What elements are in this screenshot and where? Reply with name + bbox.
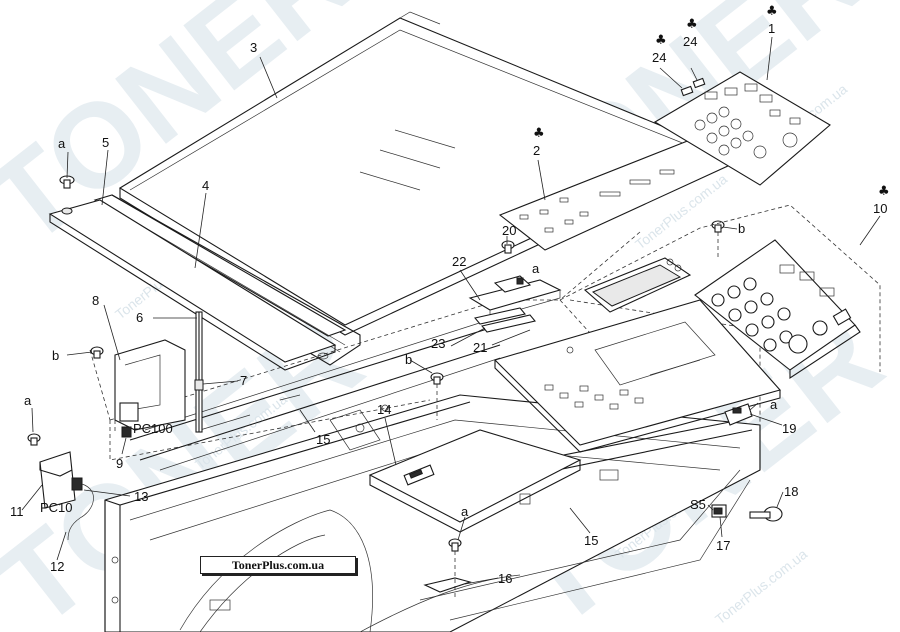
- callout-19: 19: [782, 421, 796, 436]
- watermark-site-5: TonerPlus.com.ua: [712, 546, 810, 628]
- callout-4: 4: [202, 178, 209, 193]
- part-14-cover-tray: [368, 429, 582, 533]
- part-16-spring: [423, 577, 472, 593]
- part-19-bracket: [724, 403, 753, 426]
- screw-a-bottom: [448, 538, 462, 600]
- callout-18: 18: [784, 484, 798, 499]
- part-10-lcd-display: [583, 257, 692, 313]
- part-10-control-panel-outline: [559, 204, 881, 372]
- callout-b-mid: b: [405, 352, 412, 367]
- callout-13: 13: [134, 489, 148, 504]
- callout-a-2: a: [24, 393, 32, 408]
- screw-b-mid: [430, 372, 444, 420]
- callout-17: 17: [716, 538, 730, 553]
- callout-24-left: 24: [652, 50, 666, 65]
- callout-3: 3: [250, 40, 257, 55]
- callout-9: 9: [116, 456, 123, 471]
- part-18-knob: [749, 506, 783, 522]
- screw-a-top: [501, 240, 515, 254]
- club-symbol-10: ♣: [878, 184, 890, 199]
- callout-2: 2: [533, 143, 540, 158]
- callout-15-right: 15: [584, 533, 598, 548]
- callout-b-right: b: [738, 221, 745, 236]
- club-symbol-1: ♣: [766, 4, 778, 19]
- callout-12: 12: [50, 559, 64, 574]
- part-21-23-strips: [473, 307, 536, 333]
- callout-20: 20: [502, 223, 516, 238]
- club-symbol-24b: ♣: [686, 17, 698, 32]
- screw-a-left: [59, 175, 75, 189]
- label-pc10: PC10: [40, 500, 73, 515]
- part-1-overlay-sheet: [653, 71, 831, 186]
- label-s5: S5: [690, 497, 706, 512]
- club-symbol-2: ♣: [533, 126, 545, 141]
- club-symbol-24a: ♣: [655, 33, 667, 48]
- callout-10: 10: [873, 201, 887, 216]
- part-10-control-panel: [694, 239, 861, 380]
- part-10-panel-base: [493, 299, 781, 453]
- callout-5: 5: [102, 135, 109, 150]
- part-5-front-cover-strip: [48, 199, 337, 371]
- callout-1: 1: [768, 21, 775, 36]
- screw-b-left: [90, 346, 104, 359]
- callout-15-left: 15: [316, 432, 330, 447]
- callout-labels: 3 4 5 a 6 7 8 b PC100 9 a 11 PC10 13 12 …: [10, 4, 890, 586]
- callout-a-1: a: [58, 136, 66, 151]
- callout-14: 14: [377, 402, 391, 417]
- screw-a-lower-left: [27, 433, 41, 446]
- callout-23: 23: [431, 336, 445, 351]
- part-11-sensor-bracket: [39, 451, 94, 541]
- callout-a-bottom: a: [461, 504, 469, 519]
- site-credit-box: TonerPlus.com.ua: [200, 556, 356, 574]
- label-pc100: PC100: [133, 421, 173, 436]
- callout-a-right: a: [770, 397, 778, 412]
- callout-a-top: a: [532, 261, 540, 276]
- callout-22: 22: [452, 254, 466, 269]
- part-6-7-guide-rod: [194, 311, 204, 433]
- part-17-sensor-s5: [711, 504, 727, 518]
- callout-7: 7: [240, 373, 247, 388]
- callout-b-1: b: [52, 348, 59, 363]
- callout-6: 6: [136, 310, 143, 325]
- callout-24-right: 24: [683, 34, 697, 49]
- callout-8: 8: [92, 293, 99, 308]
- leader-lines: [21, 36, 881, 585]
- callout-11: 11: [10, 504, 24, 519]
- part-20-hinge: [493, 275, 532, 293]
- part-8-bracket: [114, 339, 186, 438]
- screw-b-right: [711, 220, 725, 260]
- callout-16: 16: [498, 571, 512, 586]
- callout-21: 21: [473, 340, 487, 355]
